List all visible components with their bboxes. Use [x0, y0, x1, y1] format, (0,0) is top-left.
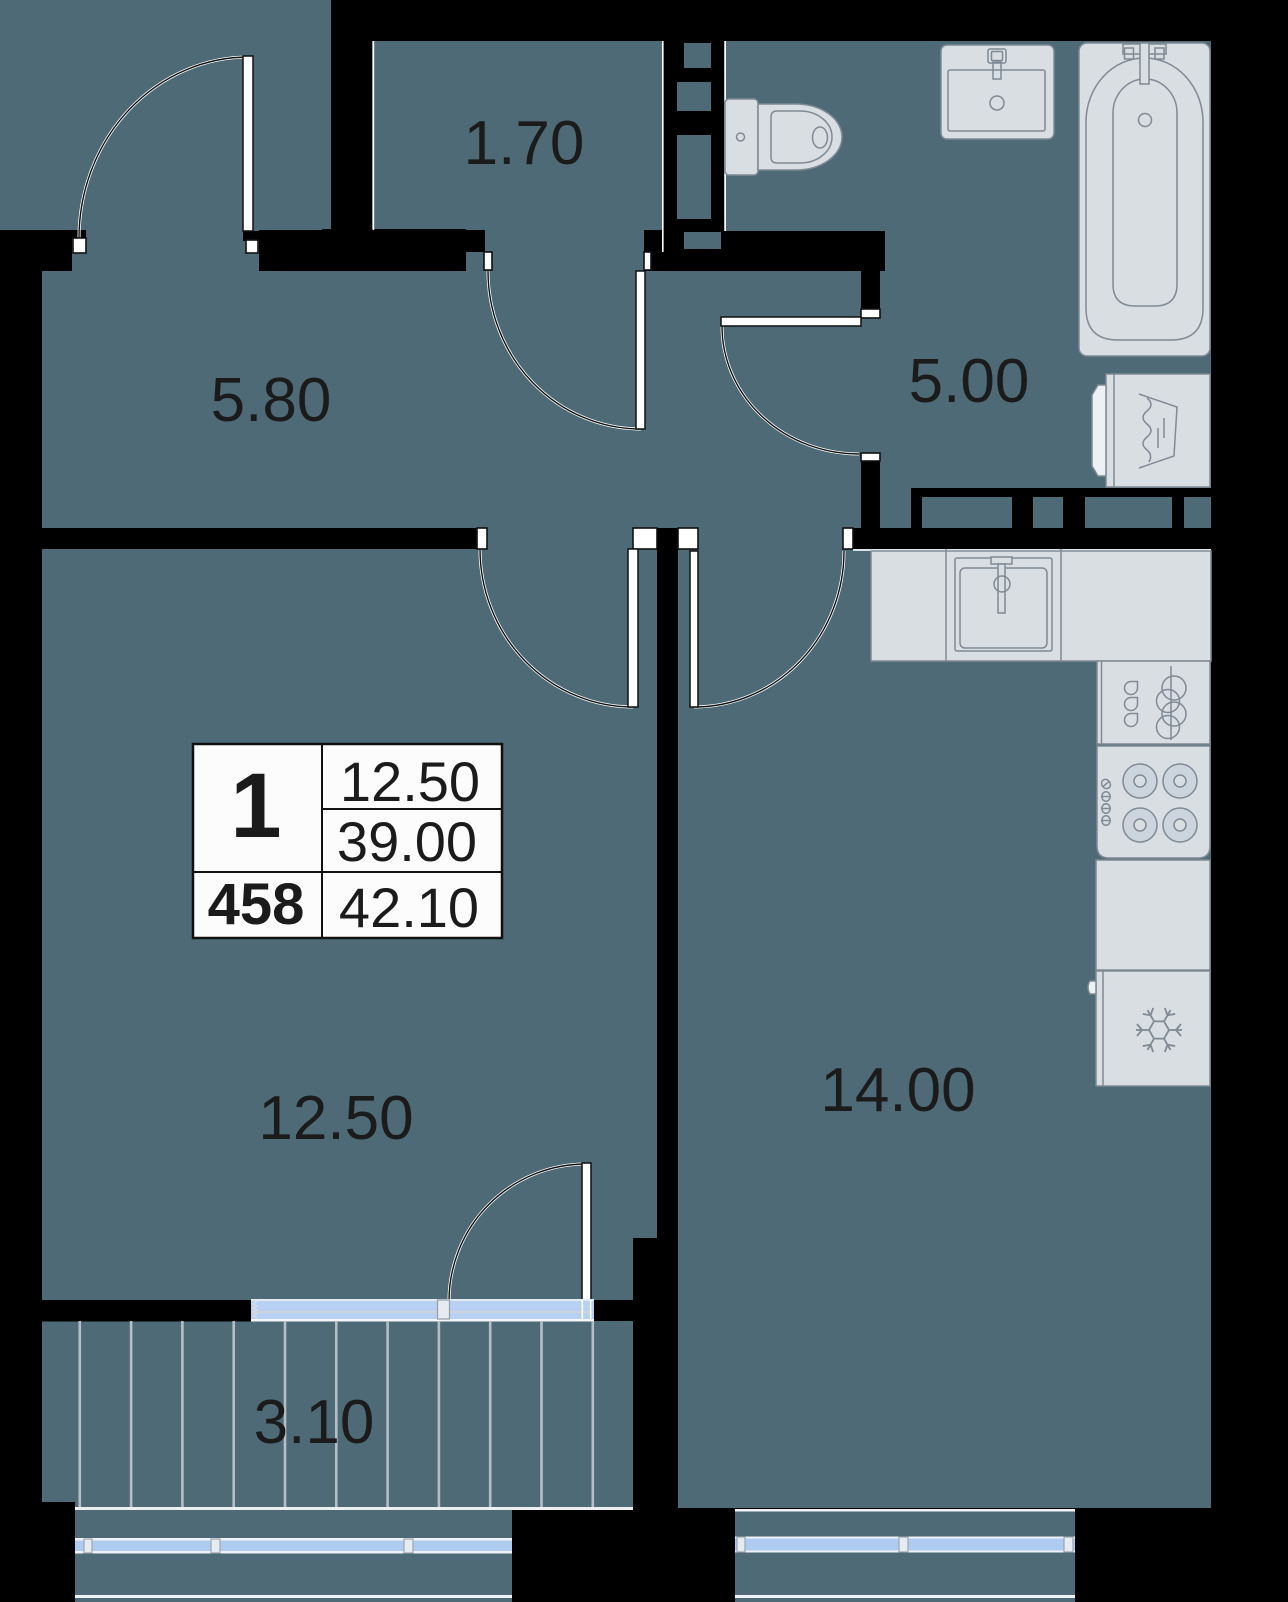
- svg-text:14.00: 14.00: [820, 1056, 975, 1125]
- svg-text:5.00: 5.00: [909, 347, 1030, 416]
- svg-text:39.00: 39.00: [337, 810, 477, 873]
- svg-text:3.10: 3.10: [254, 1388, 375, 1457]
- svg-text:1.70: 1.70: [464, 109, 585, 178]
- svg-text:12.50: 12.50: [340, 750, 480, 813]
- svg-text:5.80: 5.80: [211, 366, 332, 435]
- svg-text:458: 458: [208, 872, 305, 937]
- svg-text:1: 1: [230, 755, 281, 857]
- svg-text:42.10: 42.10: [339, 876, 479, 939]
- svg-text:12.50: 12.50: [258, 1084, 413, 1153]
